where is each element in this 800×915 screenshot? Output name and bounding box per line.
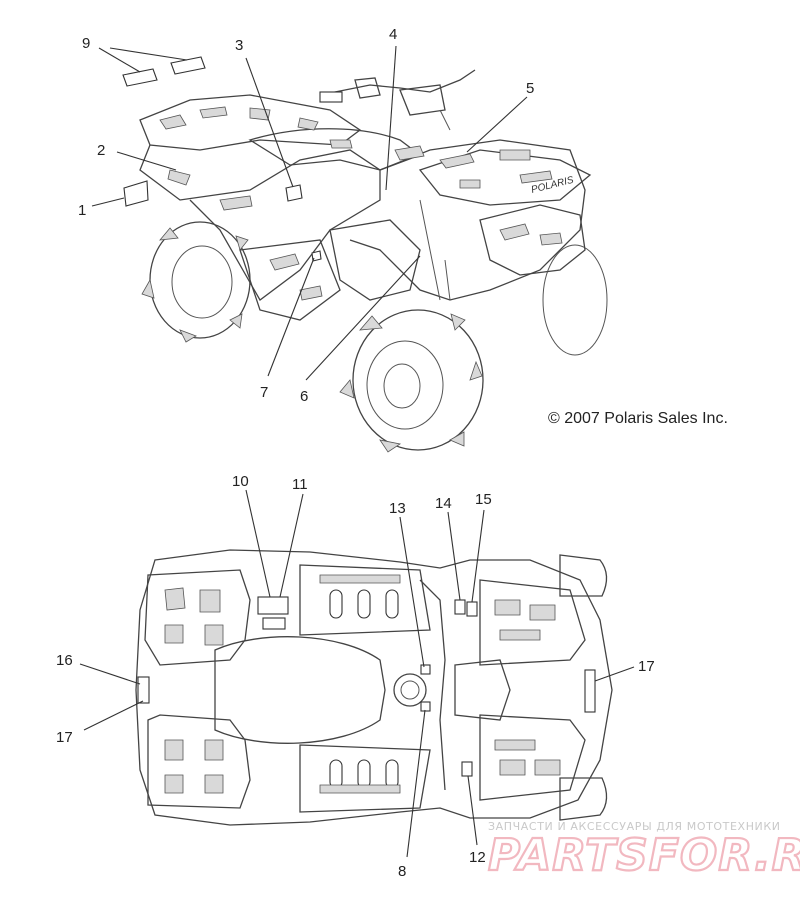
front-rack-top-b <box>479 714 586 801</box>
copyright-notice: © 2007 Polaris Sales Inc. <box>548 410 728 427</box>
body-camo <box>159 106 563 301</box>
suspension <box>419 109 451 301</box>
callouts-bottom: 10 11 13 14 15 16 17 17 8 12 <box>56 473 655 880</box>
watermark-logo: PARTSFOR.RU <box>488 830 800 881</box>
leader-lines-top <box>91 45 528 381</box>
callout-15: 15 <box>475 491 492 508</box>
decal-9a <box>122 68 158 87</box>
left-grip <box>319 91 343 103</box>
callout-16: 16 <box>56 652 73 669</box>
callout-2: 2 <box>97 142 105 159</box>
callout-10: 10 <box>232 473 249 490</box>
callout-4: 4 <box>389 26 397 43</box>
front-body <box>349 139 586 301</box>
rear-fender <box>139 144 381 301</box>
decal-15 <box>466 601 478 617</box>
callout-11: 11 <box>292 476 308 493</box>
top-view-camo <box>164 574 561 794</box>
callout-9: 9 <box>82 35 90 52</box>
rear-wheel <box>141 221 251 343</box>
top-view-outline <box>135 549 613 826</box>
callout-5: 5 <box>526 80 534 97</box>
callout-13: 13 <box>389 500 406 517</box>
footwell-holes <box>329 589 399 789</box>
callout-14: 14 <box>435 495 452 512</box>
decal-13 <box>420 664 431 675</box>
leader-lines-bottom <box>79 489 635 858</box>
top-decals <box>122 56 322 262</box>
callout-12: 12 <box>469 849 486 866</box>
front-rack <box>418 149 592 206</box>
rear-rack <box>139 94 362 151</box>
rear-rack-top-b <box>147 714 251 809</box>
left-footwell <box>299 744 431 813</box>
callout-17-front: 17 <box>638 658 655 675</box>
watermark: ЗАПЧАСТИ И АКСЕССУАРЫ ДЛЯ МОТОТЕХНИКИ PA… <box>487 820 800 882</box>
far-wheel <box>542 244 608 356</box>
handlebar-top <box>419 579 446 791</box>
front-right-tire <box>559 554 608 597</box>
footwell <box>239 239 341 321</box>
callout-3: 3 <box>235 37 243 54</box>
decal-1 <box>123 180 149 207</box>
decal-8 <box>420 701 431 712</box>
decal-11 <box>262 617 286 630</box>
front-wheel <box>339 309 484 453</box>
callout-8: 8 <box>398 863 406 880</box>
callout-1: 1 <box>78 202 86 219</box>
seat-top <box>214 636 386 744</box>
instrument-top <box>454 659 511 721</box>
handlebar <box>319 69 476 96</box>
decal-17-front <box>584 669 596 713</box>
callout-6: 6 <box>300 388 308 405</box>
watermark-tagline: ЗАПЧАСТИ И АКСЕССУАРЫ ДЛЯ МОТОТЕХНИКИ <box>488 820 781 833</box>
callouts-top: 9 3 4 5 2 1 7 6 <box>78 26 534 405</box>
decal-16 <box>137 676 150 704</box>
decal-9b <box>170 56 206 75</box>
decal-14 <box>454 599 466 615</box>
instrument-pod <box>399 84 446 116</box>
front-left-tire <box>559 777 608 821</box>
fuel-cap <box>393 673 427 707</box>
right-footwell <box>299 564 431 636</box>
side-panel <box>329 219 421 301</box>
rear-rack-top-a <box>144 569 251 666</box>
callout-7: 7 <box>260 384 268 401</box>
decal-12 <box>461 761 473 777</box>
atv-side-view: POLARIS <box>139 69 608 453</box>
atv-top-view <box>135 549 613 826</box>
decal-10 <box>257 596 289 615</box>
front-rack-top-a <box>479 579 586 666</box>
bottom-decals <box>137 596 596 777</box>
decal-3 <box>285 184 303 202</box>
callout-17-rear: 17 <box>56 729 73 746</box>
handlebar-controls <box>354 77 381 99</box>
front-bumper <box>479 204 586 276</box>
